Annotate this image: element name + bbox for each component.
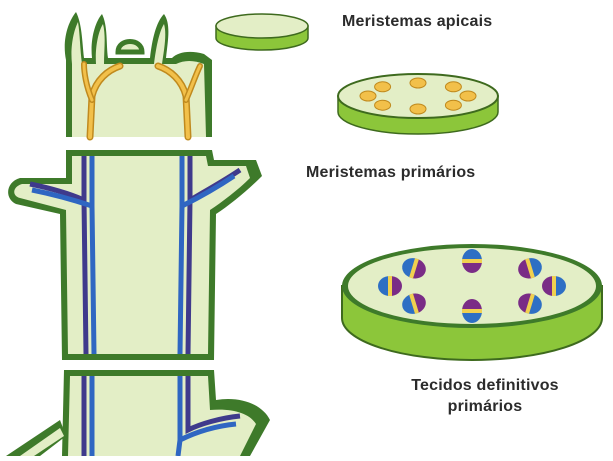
procambium-strand <box>360 91 376 101</box>
vascular-bundle <box>542 276 566 296</box>
label-primary-meristems: Meristemas primários <box>306 163 475 182</box>
vascular-bundle <box>462 249 482 273</box>
apical-dome <box>118 42 142 53</box>
procambium-strand <box>375 82 391 92</box>
procambium-strand <box>445 100 461 110</box>
middle-segment <box>8 150 262 360</box>
disc-with-procambium-icon <box>338 74 498 134</box>
apical-segment <box>65 12 212 137</box>
vascular-bundle <box>462 299 482 323</box>
procambium-strand <box>445 82 461 92</box>
label-apical-meristems: Meristemas apicais <box>342 12 492 31</box>
vascular-bundle <box>378 276 402 296</box>
bottom-segment <box>6 370 270 456</box>
label-definitive-tissues-line1: Tecidos definitivos <box>372 376 598 395</box>
procambium-strand <box>410 78 426 88</box>
procambium-strand <box>410 104 426 114</box>
procambium-strand <box>460 91 476 101</box>
label-definitive-tissues-line2: primários <box>372 397 598 416</box>
plain-disc-icon <box>216 14 308 50</box>
procambium-strand <box>375 100 391 110</box>
disc-with-vascular-bundles-icon <box>342 244 602 360</box>
